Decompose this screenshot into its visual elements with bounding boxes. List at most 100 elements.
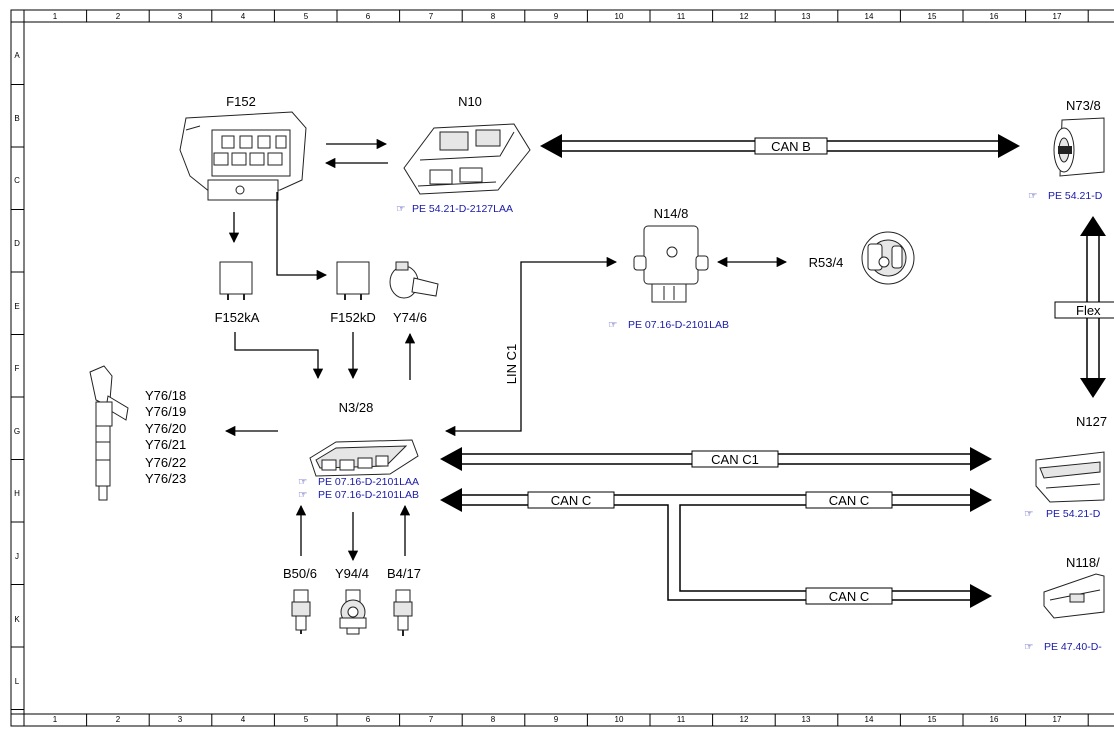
ref-arrow-icon: ☞ [298, 489, 307, 501]
label-b506: B50/6 [283, 566, 317, 581]
bus-label-can-b: CAN B [771, 139, 811, 154]
label-y76-19: Y76/19 [145, 404, 186, 419]
col-label: 3 [178, 12, 183, 21]
label-y944: Y94/4 [335, 566, 369, 581]
bus-label-can-c1: CAN C1 [711, 452, 759, 467]
label-n118: N118/ [1066, 555, 1100, 570]
col-label: 10 [615, 12, 624, 21]
ref-arrow-icon: ☞ [1024, 508, 1033, 520]
col-label: 1 [53, 715, 58, 724]
col-label: 2 [116, 12, 121, 21]
signal-lines [224, 138, 788, 562]
engine-control-unit-icon [309, 439, 419, 477]
label-y746: Y74/6 [393, 310, 427, 325]
label-y76-18: Y76/18 [145, 388, 186, 403]
ref-n328-1[interactable]: PE 07.16-D-2101LAA [318, 476, 419, 488]
injector-icon [89, 365, 129, 501]
row-label: C [14, 176, 20, 185]
grid-column-labels-bottom: 1 2 3 4 5 6 7 8 9 10 11 12 13 14 15 16 1… [53, 715, 1062, 724]
col-label: 15 [928, 12, 937, 21]
col-label: 14 [865, 12, 874, 21]
pressure-sensor-icon [291, 589, 311, 634]
row-label: B [14, 114, 19, 123]
bus-label-flex: Flex [1076, 303, 1101, 318]
col-label: 3 [178, 715, 183, 724]
grid-row-dividers [11, 21, 24, 710]
col-label: 17 [1053, 715, 1062, 724]
col-label: 6 [366, 12, 371, 21]
ref-n10[interactable]: PE 54.21-D-2127LAA [412, 203, 513, 215]
bus-label-can-c-left: CAN C [551, 493, 591, 508]
grid-column-dividers [23, 10, 1089, 726]
label-n10: N10 [458, 94, 482, 109]
can-c-bus [440, 488, 992, 608]
col-label: 13 [802, 12, 811, 21]
col-label: 5 [304, 715, 309, 724]
col-label: 17 [1053, 12, 1062, 21]
row-label: F [15, 364, 20, 373]
label-n14: N14/8 [654, 206, 689, 221]
ref-arrow-icon: ☞ [1024, 641, 1033, 653]
ref-arrow-icon: ☞ [1028, 190, 1037, 202]
row-label: D [14, 239, 20, 248]
col-label: 9 [554, 715, 559, 724]
drawing-frame [10, 9, 1114, 727]
ref-arrow-icon: ☞ [298, 476, 307, 488]
temperature-sensor-icon [393, 589, 413, 636]
row-label: E [14, 302, 19, 311]
can-b-bus [540, 134, 1020, 158]
col-label: 8 [491, 715, 496, 724]
col-label: 16 [990, 715, 999, 724]
relay-icon [336, 261, 370, 300]
bus-label-can-c-lower: CAN C [829, 589, 869, 604]
col-label: 16 [990, 12, 999, 21]
row-label: K [14, 615, 20, 624]
col-label: 13 [802, 715, 811, 724]
ref-n73[interactable]: PE 54.21-D [1048, 190, 1103, 202]
label-y76-20: Y76/20 [145, 421, 186, 436]
label-r53: R53/4 [809, 255, 844, 270]
label-f152ka: F152kA [215, 310, 260, 325]
row-label: J [15, 552, 19, 561]
col-label: 11 [677, 715, 686, 724]
row-label: G [14, 427, 20, 436]
bus-label-lin-c1: LIN C1 [504, 344, 519, 384]
col-label: 2 [116, 715, 121, 724]
row-label: L [15, 677, 20, 686]
row-label: A [14, 51, 20, 60]
flexray-bus [1054, 216, 1114, 398]
col-label: 10 [615, 715, 624, 724]
powertrain-module-icon [1035, 451, 1105, 503]
col-label: 14 [865, 715, 874, 724]
col-label: 4 [241, 715, 246, 724]
ref-n118[interactable]: PE 47.40-D- [1044, 641, 1102, 653]
glow-control-module-icon [633, 225, 709, 303]
col-label: 1 [53, 12, 58, 21]
col-label: 12 [740, 12, 749, 21]
label-y76-23: Y76/23 [145, 471, 186, 486]
label-f152kd: F152kD [330, 310, 376, 325]
col-label: 4 [241, 12, 246, 21]
col-label: 5 [304, 12, 309, 21]
ignition-switch-icon [1053, 117, 1105, 177]
fuse-box-icon [179, 111, 307, 201]
ref-n14[interactable]: PE 07.16-D-2101LAB [628, 319, 729, 331]
col-label: 8 [491, 12, 496, 21]
label-f152: F152 [226, 94, 256, 109]
ref-n328-2[interactable]: PE 07.16-D-2101LAB [318, 489, 419, 501]
col-label: 12 [740, 715, 749, 724]
label-b417: B4/17 [387, 566, 421, 581]
grid-row-labels: A B C D E F G H J K L [14, 51, 20, 686]
label-n328: N3/28 [339, 400, 374, 415]
can-c1-bus [440, 447, 992, 471]
col-label: 11 [677, 12, 686, 21]
sam-module-icon [403, 123, 531, 195]
col-label: 6 [366, 715, 371, 724]
ref-n127[interactable]: PE 54.21-D [1046, 508, 1101, 520]
ref-arrow-icon: ☞ [608, 319, 617, 331]
pressure-regulator-icon [339, 589, 367, 635]
label-n73: N73/8 [1066, 98, 1101, 113]
col-label: 9 [554, 12, 559, 21]
row-label: H [14, 489, 20, 498]
